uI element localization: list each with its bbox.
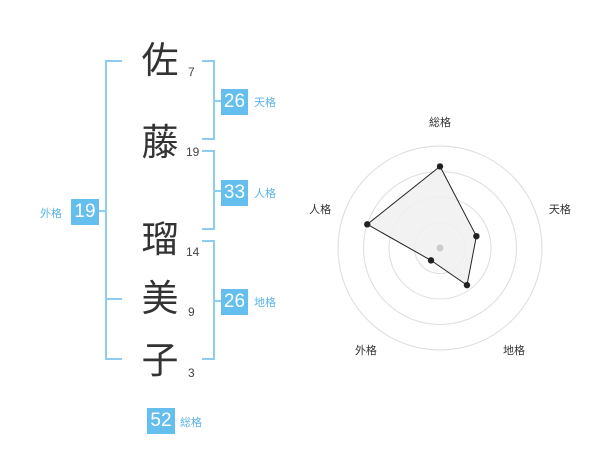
stroke-count-4: 9 — [188, 305, 195, 319]
radar-axis-label-2: 天格 — [549, 202, 571, 216]
stroke-count-1: 7 — [188, 65, 195, 79]
radar-ring-4 — [337, 145, 543, 351]
radar-axis-label-3: 地格 — [503, 343, 525, 357]
soukaku-label: 総格 — [180, 416, 202, 429]
gaikaku-value: 19 — [71, 199, 99, 225]
jinkaku-label: 人格 — [254, 187, 276, 200]
chikaku-connector — [214, 300, 221, 302]
radar-point-3 — [463, 281, 471, 289]
chikaku-value: 26 — [221, 289, 248, 315]
radar-axis-label-5: 人格 — [309, 202, 331, 216]
radar-axis-label-4: 外格 — [355, 343, 377, 357]
radar-point-2 — [473, 232, 480, 240]
name-char-5: 子 — [141, 339, 179, 382]
name-char-2: 藤 — [141, 121, 179, 164]
chikaku-label: 地格 — [254, 296, 276, 309]
soukaku-value: 52 — [147, 408, 175, 434]
name-char-4: 美 — [141, 277, 179, 320]
stroke-count-5: 3 — [188, 366, 195, 380]
given-name-divider — [106, 298, 122, 300]
tenkaku-label: 天格 — [254, 96, 276, 109]
tenkaku-connector — [214, 100, 221, 102]
gaikaku-bracket — [105, 60, 122, 360]
stroke-count-3: 14 — [186, 245, 200, 259]
gaikaku-connector — [99, 210, 106, 212]
name-char-3: 瑠 — [141, 218, 179, 261]
radar-point-5 — [364, 221, 371, 228]
name-char-1: 佐 — [141, 39, 179, 82]
jinkaku-connector — [214, 190, 221, 192]
radar-point-4 — [427, 257, 435, 264]
jinkaku-value: 33 — [221, 180, 248, 206]
radar-axis-label-1: 総格 — [429, 115, 451, 129]
radar-polygon — [366, 165, 477, 286]
stroke-count-2: 19 — [186, 145, 200, 159]
radar-center — [436, 244, 444, 252]
radar-point-1 — [436, 163, 444, 170]
tenkaku-value: 26 — [221, 89, 248, 115]
gaikaku-label: 外格 — [40, 207, 62, 220]
